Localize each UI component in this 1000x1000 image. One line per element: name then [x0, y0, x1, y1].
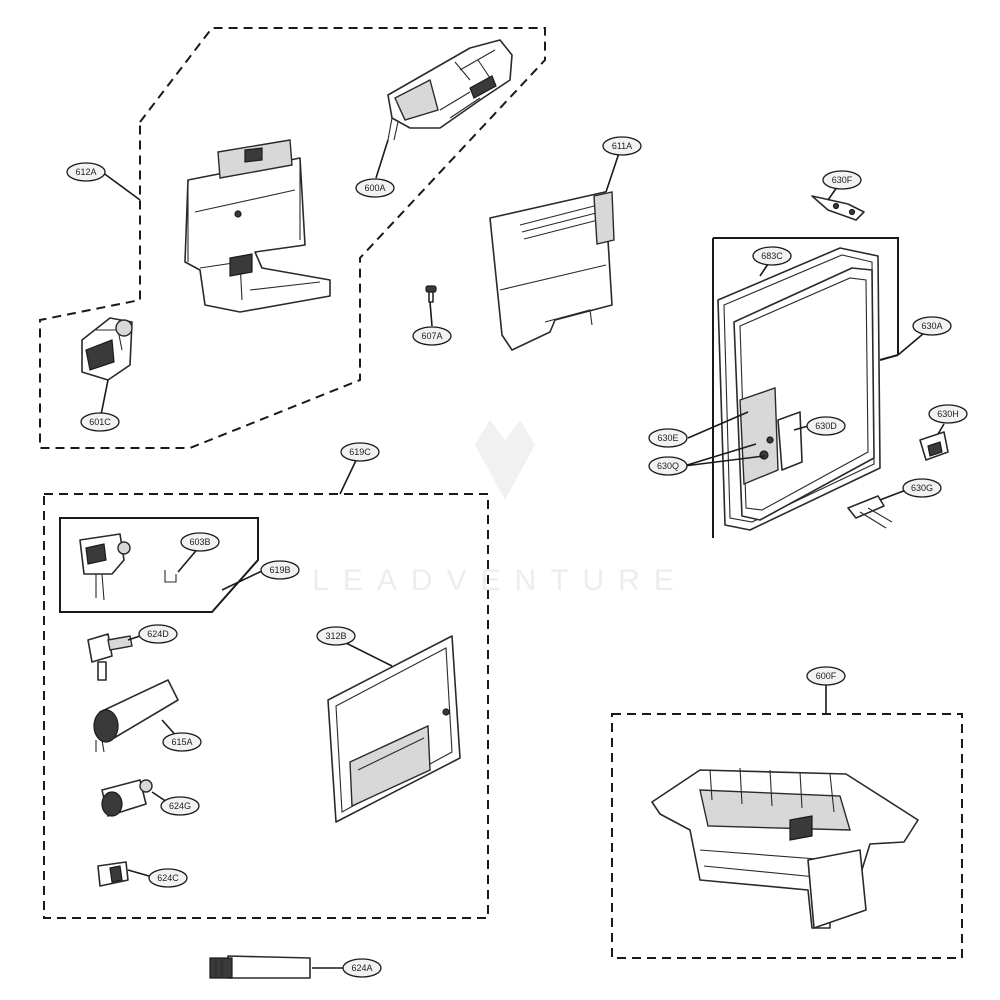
part-601c-motor: [81, 317, 133, 381]
callout-607a: 607A: [412, 326, 452, 346]
callout-630a: 630A: [912, 316, 952, 336]
watermark-logo: LEADVENTURE: [312, 420, 688, 597]
part-615a-filter: [93, 679, 179, 753]
callout-619c-label: 619C: [349, 447, 371, 457]
callout-601c-label: 601C: [89, 417, 111, 427]
callout-312b-label: 312B: [325, 631, 346, 641]
callout-630q-label: 630Q: [657, 461, 679, 471]
callout-630h: 630H: [928, 404, 968, 424]
callout-630h-label: 630H: [937, 409, 959, 419]
callout-619b-label: 619B: [269, 565, 290, 575]
group-619b-outline: [59, 517, 259, 613]
callout-619b: 619B: [260, 560, 300, 580]
callout-630f: 630F: [822, 170, 862, 190]
callout-611a-label: 611A: [612, 141, 632, 151]
callout-611a: 611A: [602, 136, 642, 156]
callout-624c-label: 624C: [157, 873, 179, 883]
callout-624a: 624A: [342, 958, 382, 978]
callout-312b: 312B: [316, 626, 356, 646]
callout-630q: 630Q: [648, 456, 688, 476]
callout-601c: 601C: [80, 412, 120, 432]
part-607a-screw: [425, 285, 437, 303]
callout-615a: 615A: [162, 732, 202, 752]
part-611a-cover: [489, 191, 615, 351]
callout-630d-label: 630D: [815, 421, 837, 431]
callout-612a: 612A: [66, 162, 106, 182]
callout-630f-label: 630F: [832, 175, 853, 185]
callout-624g-label: 624G: [169, 801, 191, 811]
part-624g-valve: [101, 779, 153, 817]
callout-624g: 624G: [160, 796, 200, 816]
callout-624d: 624D: [138, 624, 178, 644]
callout-600f-label: 600F: [816, 671, 837, 681]
callout-607a-label: 607A: [421, 331, 442, 341]
part-630f-hinge: [811, 195, 865, 221]
callout-600a-label: 600A: [364, 183, 385, 193]
watermark-text: LEADVENTURE: [312, 564, 688, 597]
part-600a-bracket: [387, 39, 513, 141]
part-630h-clip: [919, 431, 949, 461]
part-630g-hinge: [847, 495, 893, 529]
callout-630e: 630E: [648, 428, 688, 448]
callout-619c: 619C: [340, 442, 380, 462]
callout-630g-label: 630G: [911, 483, 933, 493]
callout-683c-label: 683C: [761, 251, 783, 261]
callout-612a-label: 612A: [75, 167, 96, 177]
part-630a-door: [733, 267, 875, 521]
callout-600f: 600F: [806, 666, 846, 686]
group-600f-outline: [611, 713, 963, 959]
part-619b-valve: [79, 533, 131, 601]
callout-630d: 630D: [806, 416, 846, 436]
callout-603b: 603B: [180, 532, 220, 552]
callout-624d-label: 624D: [147, 629, 169, 639]
part-612a-housing: [184, 139, 331, 313]
part-624c-connector: [97, 861, 129, 887]
callout-615a-label: 615A: [171, 737, 192, 747]
callout-630a-label: 630A: [921, 321, 942, 331]
part-624d-fitting: [87, 633, 133, 681]
group-612a-outline: [39, 27, 546, 449]
part-600f-tray-assembly: [651, 767, 919, 929]
part-624a-filter: [209, 955, 311, 979]
callout-624c: 624C: [148, 868, 188, 888]
part-603b-clip: [164, 570, 177, 583]
callout-624a-label: 624A: [351, 963, 372, 973]
callout-603b-label: 603B: [189, 537, 210, 547]
callout-630e-label: 630E: [657, 433, 678, 443]
group-630a-bracket-line: [712, 237, 899, 538]
callout-630g: 630G: [902, 478, 942, 498]
callout-600a: 600A: [355, 178, 395, 198]
part-312b-dispenser-cover: [327, 635, 461, 823]
callout-683c: 683C: [752, 246, 792, 266]
